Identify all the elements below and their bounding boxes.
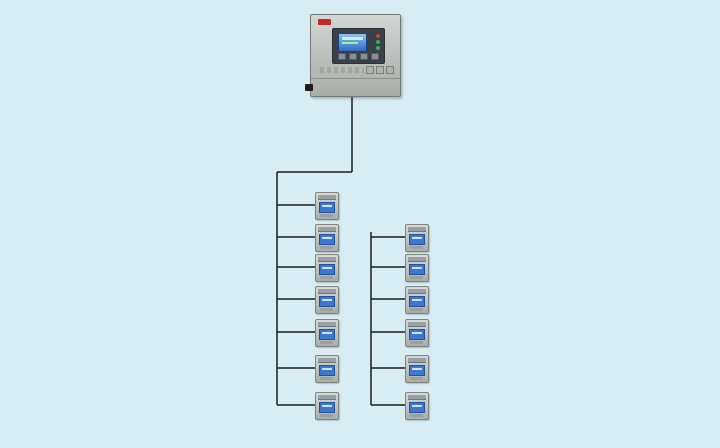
detector-readout-line — [412, 332, 422, 334]
keypad-button — [338, 53, 346, 60]
detector-base — [410, 414, 423, 417]
detector-screen — [319, 234, 335, 245]
detector-node-right — [405, 319, 429, 347]
detector-node-right — [405, 224, 429, 252]
detector-terminal-strip — [408, 289, 426, 294]
detector-readout-line — [322, 237, 332, 239]
detector-readout-line — [322, 405, 332, 407]
detector-readout-line — [412, 299, 422, 301]
detector-base — [320, 276, 333, 279]
detector-readout-line — [322, 267, 332, 269]
run-led — [376, 46, 380, 50]
function-button — [366, 66, 374, 74]
detector-node-left — [315, 319, 339, 347]
alarm-led — [376, 34, 380, 38]
detector-readout-line — [322, 205, 332, 207]
cable-gland — [305, 84, 313, 91]
detector-base — [320, 214, 333, 217]
lcd-readout-line — [342, 42, 359, 44]
detector-terminal-strip — [408, 358, 426, 363]
detector-readout-line — [412, 368, 422, 370]
detector-screen — [319, 264, 335, 275]
detector-screen — [409, 365, 425, 376]
lcd-screen — [338, 33, 367, 52]
display-bezel — [332, 28, 385, 64]
detector-screen — [409, 234, 425, 245]
detector-node-left — [315, 192, 339, 220]
detector-readout-line — [412, 237, 422, 239]
detector-terminal-strip — [408, 395, 426, 400]
detector-terminal-strip — [408, 257, 426, 262]
detector-screen — [409, 264, 425, 275]
function-buttons — [366, 66, 394, 74]
detector-base — [320, 308, 333, 311]
detector-node-left — [315, 286, 339, 314]
function-button — [376, 66, 384, 74]
detector-base — [410, 308, 423, 311]
keypad-button — [360, 53, 368, 60]
power-led — [376, 40, 380, 44]
detector-screen — [409, 329, 425, 340]
detector-screen — [409, 296, 425, 307]
detector-terminal-strip — [318, 358, 336, 363]
detector-node-right — [405, 254, 429, 282]
detector-screen — [319, 296, 335, 307]
detector-base — [410, 377, 423, 380]
keypad-button — [371, 53, 379, 60]
detector-terminal-strip — [318, 289, 336, 294]
detector-base — [410, 276, 423, 279]
detector-base — [320, 377, 333, 380]
controller-panel — [305, 14, 401, 97]
detector-screen — [319, 402, 335, 413]
detector-terminal-strip — [318, 227, 336, 232]
detector-screen — [409, 402, 425, 413]
detector-readout-line — [322, 332, 332, 334]
detector-terminal-strip — [408, 322, 426, 327]
detector-readout-line — [322, 368, 332, 370]
panel-seam — [311, 78, 400, 79]
detector-terminal-strip — [318, 322, 336, 327]
keypad-button — [349, 53, 357, 60]
lcd-readout-line — [342, 37, 363, 40]
detector-terminal-strip — [318, 257, 336, 262]
detector-base — [320, 246, 333, 249]
detector-terminal-strip — [408, 227, 426, 232]
status-leds — [376, 34, 380, 50]
detector-base — [410, 246, 423, 249]
detector-node-right — [405, 392, 429, 420]
detector-readout-line — [412, 267, 422, 269]
keypad-buttons — [338, 53, 379, 60]
detector-node-left — [315, 392, 339, 420]
detector-readout-line — [322, 299, 332, 301]
detector-screen — [319, 329, 335, 340]
detector-screen — [319, 202, 335, 213]
detector-readout-line — [412, 405, 422, 407]
detector-screen — [319, 365, 335, 376]
detector-node-right — [405, 286, 429, 314]
detector-terminal-strip — [318, 195, 336, 200]
function-button — [386, 66, 394, 74]
detector-base — [320, 341, 333, 344]
detector-terminal-strip — [318, 395, 336, 400]
brand-logo — [318, 19, 331, 25]
detector-base — [320, 414, 333, 417]
detector-base — [410, 341, 423, 344]
panel-printing — [320, 67, 364, 73]
detector-node-left — [315, 224, 339, 252]
detector-node-left — [315, 254, 339, 282]
detector-node-right — [405, 355, 429, 383]
detector-node-left — [315, 355, 339, 383]
